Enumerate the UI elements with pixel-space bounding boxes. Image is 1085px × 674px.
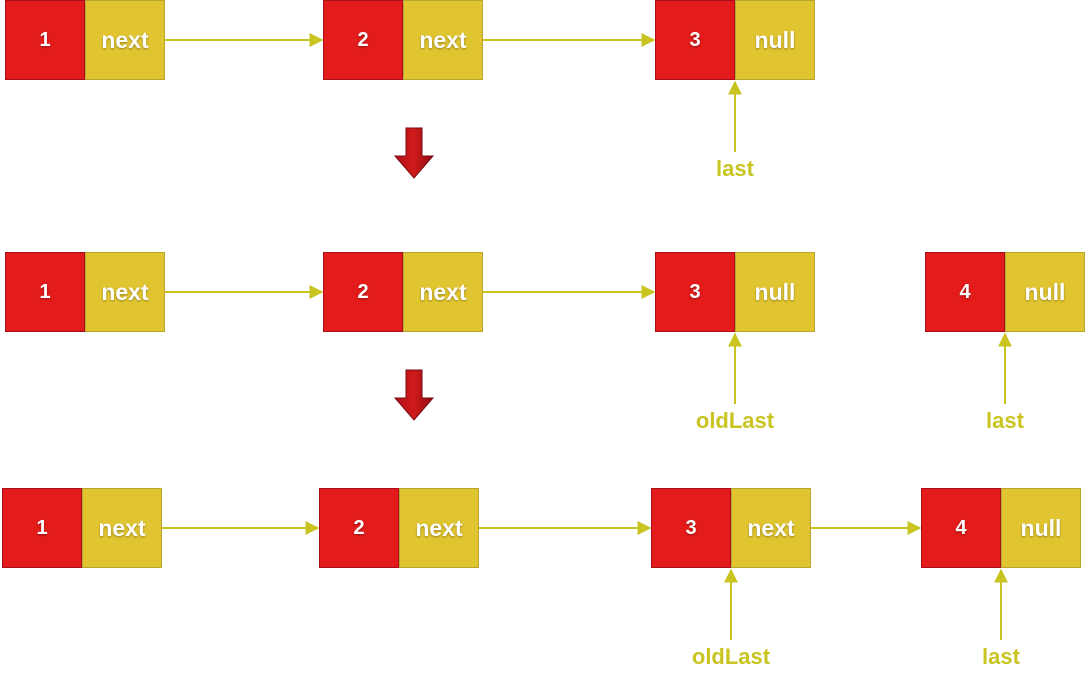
node-value: 2 bbox=[323, 252, 403, 332]
pointer-label-last: last bbox=[716, 156, 754, 181]
pointer-label-last: last bbox=[982, 644, 1020, 669]
node-next-field: next bbox=[399, 488, 479, 568]
node-next-field: next bbox=[82, 488, 162, 568]
node-value: 1 bbox=[5, 252, 85, 332]
node-value: 4 bbox=[921, 488, 1001, 568]
step-down-arrow-icon bbox=[393, 369, 435, 421]
node-next-field: null bbox=[1005, 252, 1085, 332]
node-next-field: next bbox=[85, 0, 165, 80]
node-next-field: next bbox=[403, 252, 483, 332]
node-value: 3 bbox=[655, 252, 735, 332]
node-next-field: null bbox=[1001, 488, 1081, 568]
node-next-field: next bbox=[85, 252, 165, 332]
pointer-label-last: last bbox=[986, 408, 1024, 433]
node-value: 2 bbox=[323, 0, 403, 80]
node-value: 2 bbox=[319, 488, 399, 568]
node-value: 3 bbox=[651, 488, 731, 568]
node-next-field: next bbox=[403, 0, 483, 80]
node-value: 1 bbox=[5, 0, 85, 80]
node-next-field: null bbox=[735, 0, 815, 80]
node-next-field: null bbox=[735, 252, 815, 332]
node-next-field: next bbox=[731, 488, 811, 568]
step-down-arrow-icon bbox=[393, 127, 435, 179]
node-value: 1 bbox=[2, 488, 82, 568]
pointer-label-oldLast: oldLast bbox=[691, 644, 771, 669]
node-value: 4 bbox=[925, 252, 1005, 332]
node-value: 3 bbox=[655, 0, 735, 80]
pointer-label-oldLast: oldLast bbox=[695, 408, 775, 433]
